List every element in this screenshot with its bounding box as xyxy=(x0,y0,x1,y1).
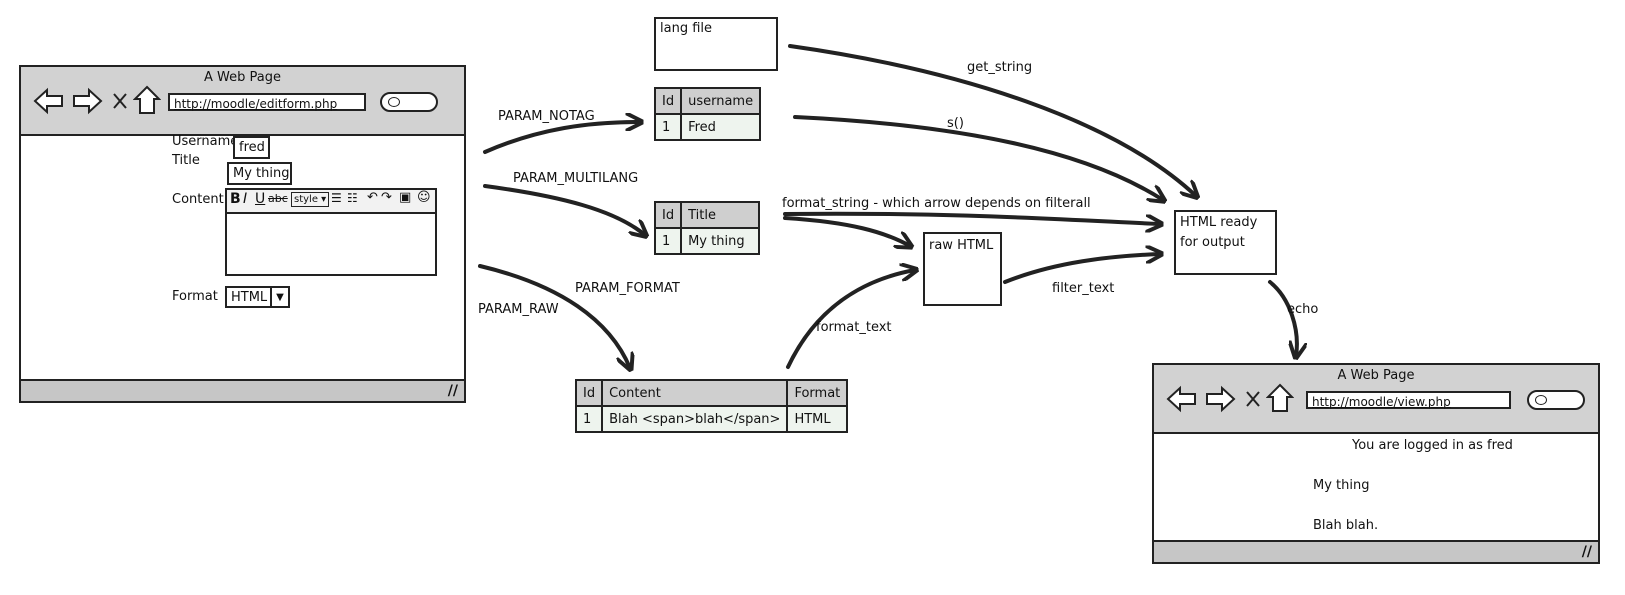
content-table-header-content: Content xyxy=(601,379,789,407)
raw-html-box: raw HTML xyxy=(923,232,1002,306)
title-table: Id Title 1 My thing xyxy=(653,201,761,255)
home-icon[interactable] xyxy=(133,85,161,115)
arrow-get-string xyxy=(788,44,1196,196)
label-get-string: get_string xyxy=(967,60,1033,75)
undo-icon[interactable]: ↶ xyxy=(367,190,378,205)
title-field[interactable]: My thing xyxy=(227,162,292,185)
view-status-bar: // xyxy=(1154,540,1598,562)
smiley-icon[interactable]: ☺ xyxy=(417,190,431,205)
user-table-cell-id: 1 xyxy=(653,113,683,141)
editform-url-bar[interactable]: http://moodle/editform.php xyxy=(168,93,366,111)
title-table-cell-title: My thing xyxy=(680,227,761,255)
italic-button[interactable]: I xyxy=(243,191,248,207)
numbered-list-icon[interactable]: ☷ xyxy=(347,191,358,205)
content-textarea[interactable] xyxy=(225,212,437,276)
arrow-filter-text xyxy=(1003,254,1160,284)
strike-button[interactable]: abc xyxy=(268,192,288,205)
format-label: Format xyxy=(172,289,218,304)
arrow-echo xyxy=(1268,280,1297,356)
raw-html-label: raw HTML xyxy=(929,238,994,253)
editform-status-bar: // xyxy=(21,379,464,401)
view-window-title: A Web Page xyxy=(1337,368,1415,383)
label-param-raw: PARAM_RAW xyxy=(478,302,559,317)
chevron-down-icon[interactable]: ▼ xyxy=(270,288,288,306)
format-select[interactable]: HTML ▼ xyxy=(225,286,290,308)
view-url-bar[interactable]: http://moodle/view.php xyxy=(1306,391,1511,409)
output-box-line2: for output xyxy=(1180,235,1245,250)
content-table-cell-content: Blah <span>blah</span> xyxy=(601,405,789,433)
view-heading: My thing xyxy=(1313,478,1370,493)
resize-grip-icon[interactable]: // xyxy=(447,383,458,399)
output-box-line1: HTML ready xyxy=(1180,215,1258,230)
home-icon[interactable] xyxy=(1266,383,1294,413)
arrow-format-text xyxy=(786,270,915,369)
lang-file-box: lang file xyxy=(654,17,778,71)
image-icon[interactable]: ▣ xyxy=(399,190,412,205)
lang-file-label: lang file xyxy=(660,21,712,36)
label-param-multilang: PARAM_MULTILANG xyxy=(513,171,639,186)
user-table-header-username: username xyxy=(680,87,762,115)
label-s: s() xyxy=(947,116,964,131)
back-icon[interactable] xyxy=(1166,385,1198,413)
user-table: Id username 1 Fred xyxy=(653,87,762,141)
arrow-param-raw xyxy=(478,264,630,368)
format-select-value: HTML xyxy=(231,290,268,305)
label-param-notag: PARAM_NOTAG xyxy=(498,109,595,124)
redo-icon[interactable]: ↷ xyxy=(381,190,392,205)
forward-icon[interactable] xyxy=(71,87,103,115)
editor-toolbar: B I U abc style ▾ ☰ ☷ ↶ ↷ ▣ ☺ xyxy=(225,188,437,214)
arrow-param-multilang xyxy=(483,184,645,235)
title-table-header-title: Title xyxy=(680,201,761,229)
label-param-format: PARAM_FORMAT xyxy=(575,281,680,296)
underline-button[interactable]: U xyxy=(255,191,266,207)
bold-button[interactable]: B xyxy=(230,191,241,207)
label-format-string: format_string - which arrow depends on f… xyxy=(782,196,1091,211)
arrow-s xyxy=(793,115,1163,200)
forward-icon[interactable] xyxy=(1204,385,1236,413)
view-window: A Web Page http://moodle/view.php You ar… xyxy=(1152,363,1600,564)
username-field[interactable]: fred xyxy=(233,136,270,159)
content-table-header-format: Format xyxy=(786,379,849,407)
user-table-header-id: Id xyxy=(653,87,683,115)
user-table-cell-username: Fred xyxy=(680,113,762,141)
content-label: Content xyxy=(172,192,224,207)
view-search-box[interactable] xyxy=(1527,390,1585,410)
label-format-text: format_text xyxy=(816,320,892,335)
stop-icon[interactable] xyxy=(111,91,129,111)
editform-chrome: A Web Page http://moodle/editform.php xyxy=(21,67,464,136)
editform-window-title: A Web Page xyxy=(204,70,281,85)
content-table: Id Content Format 1 Blah <span>blah</spa… xyxy=(574,379,849,433)
username-label: Username xyxy=(172,134,239,149)
editform-window: A Web Page http://moodle/editform.php Us… xyxy=(19,65,466,403)
back-icon[interactable] xyxy=(33,87,65,115)
arrow-format-string xyxy=(783,211,1160,224)
content-table-header-id: Id xyxy=(574,379,604,407)
content-table-cell-id: 1 xyxy=(574,405,604,433)
content-table-cell-format: HTML xyxy=(786,405,849,433)
view-chrome: A Web Page http://moodle/view.php xyxy=(1154,365,1598,434)
table-row: 1 My thing xyxy=(653,227,761,255)
arrow-to-raw-html xyxy=(783,216,910,246)
label-filter-text: filter_text xyxy=(1052,281,1115,296)
table-row: 1 Fred xyxy=(653,113,762,141)
editform-search-box[interactable] xyxy=(380,92,438,112)
stop-icon[interactable] xyxy=(1244,389,1262,409)
title-label: Title xyxy=(172,153,200,168)
title-table-header-id: Id xyxy=(653,201,683,229)
logged-in-text: You are logged in as fred xyxy=(1352,438,1513,453)
label-echo: echo xyxy=(1287,302,1319,317)
view-body: Blah blah. xyxy=(1313,518,1379,533)
title-table-cell-id: 1 xyxy=(653,227,683,255)
style-dropdown-label: style xyxy=(294,194,318,205)
resize-grip-icon[interactable]: // xyxy=(1581,544,1592,560)
style-dropdown[interactable]: style ▾ xyxy=(291,192,330,207)
arrow-param-notag xyxy=(483,122,640,154)
output-box: HTML ready for output xyxy=(1174,210,1277,275)
table-row: 1 Blah <span>blah</span> HTML xyxy=(574,405,849,433)
bullet-list-icon[interactable]: ☰ xyxy=(331,191,342,205)
